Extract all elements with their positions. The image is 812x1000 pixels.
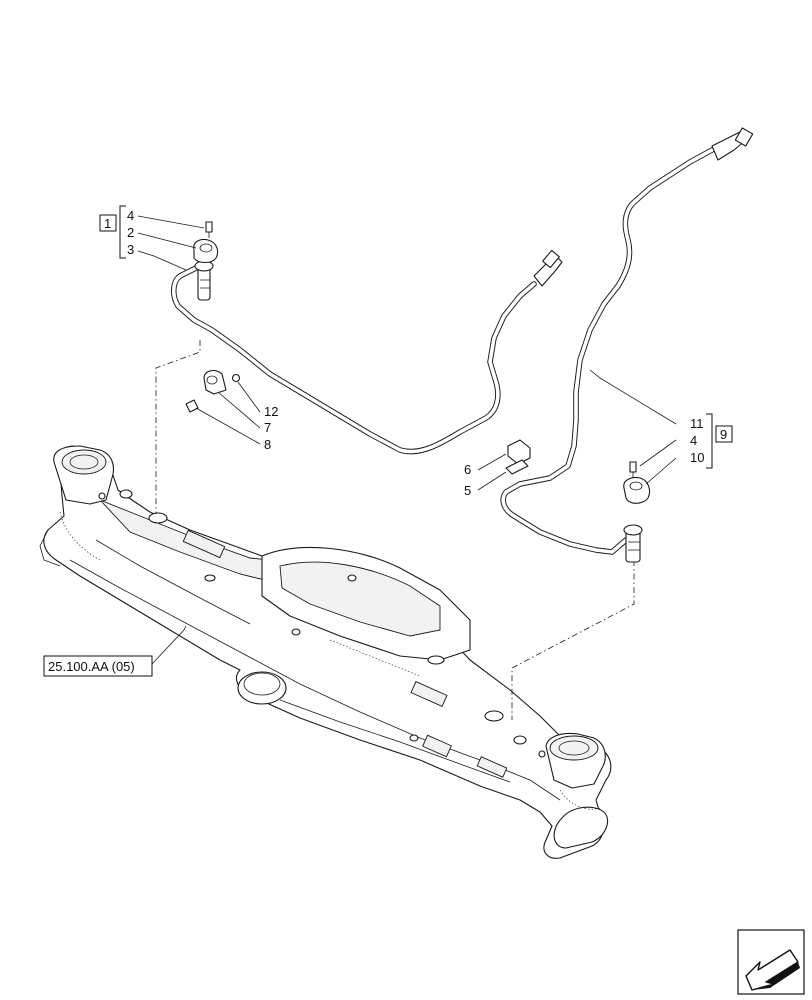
- axle-housing: [39, 445, 612, 859]
- group-box-1-label: 1: [104, 216, 111, 231]
- reference-box: [43, 655, 153, 677]
- left-harness: [171, 249, 563, 455]
- callouts: 1 4 2 3 12 7 8 6 5 11 4 10 9 25.100.AA (…: [43, 205, 733, 677]
- callout-8: 8: [264, 437, 271, 452]
- clamp-part-7: [203, 369, 227, 395]
- previous-page-arrow-icon[interactable]: [737, 929, 805, 995]
- group-box-1: [99, 214, 117, 232]
- bolt-part-8: [185, 399, 199, 413]
- callout-4-left: 4: [127, 208, 134, 223]
- clip-part-5: [505, 459, 529, 475]
- centerline-left: [155, 340, 201, 514]
- callout-10: 10: [690, 450, 704, 465]
- bracket-1: [119, 205, 126, 259]
- callout-5: 5: [464, 483, 471, 498]
- callout-6: 6: [464, 462, 471, 477]
- callout-3: 3: [127, 242, 134, 257]
- screw-part-4: [205, 221, 213, 238]
- callout-2: 2: [127, 225, 134, 240]
- clip-part-6: [507, 439, 531, 465]
- callout-11: 11: [690, 416, 704, 431]
- right-harness: [500, 127, 754, 563]
- centerline-right: [511, 560, 635, 720]
- reference-label: 25.100.AA (05): [48, 659, 135, 674]
- screw-part-4-right: [629, 461, 637, 478]
- callout-7: 7: [264, 420, 271, 435]
- callout-4-right: 4: [690, 433, 697, 448]
- bracket-9: [706, 413, 713, 469]
- group-box-9: [715, 425, 733, 443]
- group-box-9-label: 9: [720, 427, 727, 442]
- leader-lines: [137, 215, 677, 665]
- cap-part-10: [623, 476, 651, 504]
- nut-part-12: [231, 373, 241, 383]
- cap-part-2: [193, 238, 219, 264]
- callout-12: 12: [264, 404, 278, 419]
